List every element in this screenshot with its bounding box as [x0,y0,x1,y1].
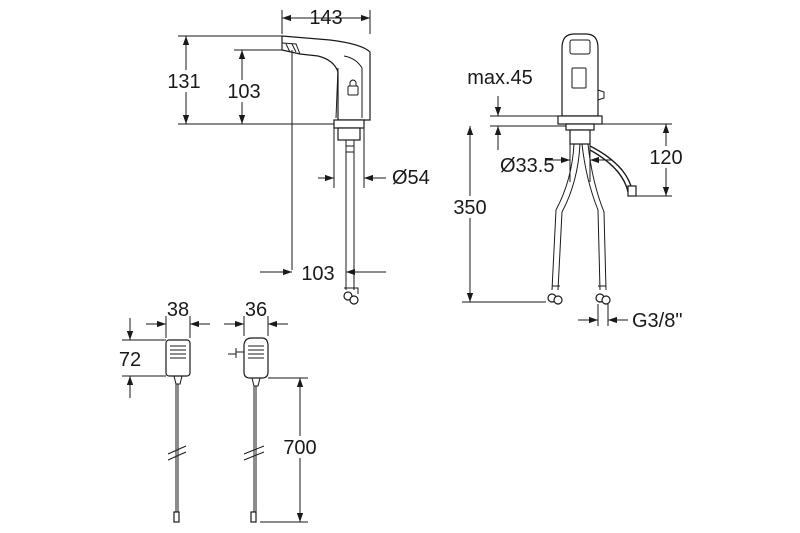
dim-adapter1-width: 38 [167,299,189,321]
dim-adapter2-width: 36 [245,299,267,321]
dim-hose-length-right: 350 [453,197,486,219]
power-adapter-1: 38 72 [119,299,210,523]
lock-icon [347,79,359,96]
faucet-front-body [561,33,599,117]
dim-hole-diameter: Ø54 [392,167,430,189]
dim-shank-diameter: Ø33.5 [500,155,554,177]
dim-faucet-width: 143 [309,7,342,29]
power-adapter-2: 36 700 [224,299,324,523]
dim-max-deck-thickness: max.45 [467,67,533,89]
faucet-side-view: 143 131 103 Ø54 103 [162,7,430,305]
dim-adapter1-height: 72 [119,349,141,371]
dim-faucet-height-spout: 103 [227,81,260,103]
dim-connection-thread: G3/8" [632,310,682,332]
dim-adapter2-cable-length: 700 [283,437,316,459]
dim-sensor-cable-length: 120 [649,147,682,169]
faucet-front-view: max.45 Ø33.5 120 350 G3/8" [446,33,690,332]
dim-hose-length-left: 103 [301,263,334,285]
dim-faucet-height-total: 131 [167,71,200,93]
faucet-spout [281,35,371,121]
